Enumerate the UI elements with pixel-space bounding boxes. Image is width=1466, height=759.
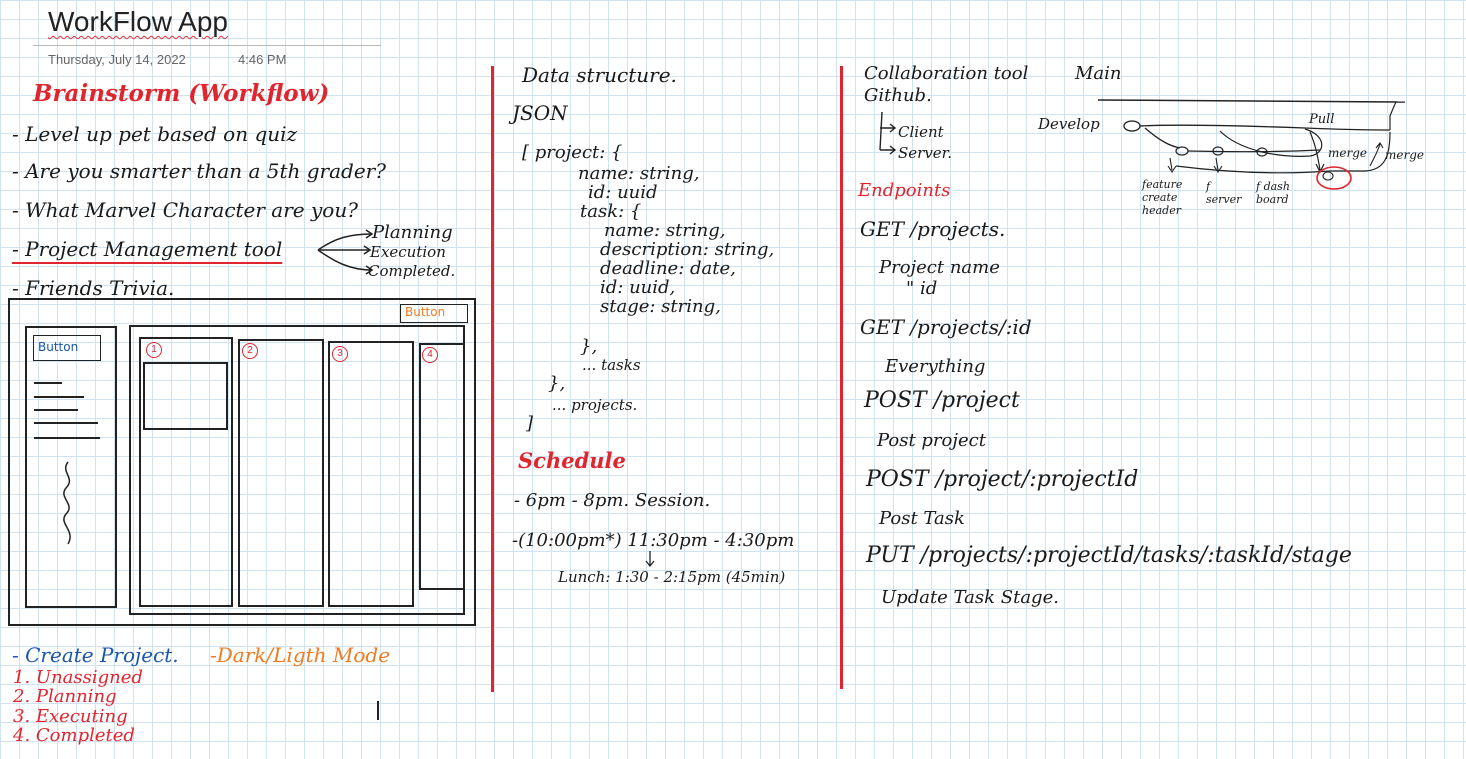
column-number-badge: 3 <box>332 346 348 362</box>
brainstorm-item: - Are you smarter than a 5th grader? <box>12 159 386 183</box>
wireframe-column-1 <box>139 337 233 607</box>
endpoint-method: PUT /projects/:projectId/tasks/:taskId/s… <box>866 543 1352 568</box>
json-line: deadline: date, <box>600 258 736 279</box>
brainstorm-item: - Friends Trivia. <box>12 276 175 300</box>
schedule-item: Lunch: 1:30 - 2:15pm (45min) <box>558 568 786 586</box>
json-line: [ project: { <box>522 142 623 163</box>
collab-server: Server. <box>898 144 952 162</box>
schedule-heading: Schedule <box>518 448 626 473</box>
dark-mode-note: -Dark/Ligth Mode <box>210 643 391 667</box>
tree-branch-icon <box>879 111 897 155</box>
json-line: }, <box>580 336 598 357</box>
json-line: stage: string, <box>600 296 721 317</box>
branch-merge-label: merge <box>1328 146 1367 160</box>
wireframe-frame <box>8 298 476 626</box>
wireframe-top-button: Button <box>400 304 468 323</box>
create-project-note: - Create Project. <box>12 643 179 667</box>
wireframe-line <box>34 382 62 384</box>
endpoint-method: GET /projects/:id <box>860 315 1032 339</box>
json-line: name: string, <box>604 220 726 241</box>
wireframe-sidebar <box>25 326 117 608</box>
json-line: task: { <box>580 201 642 222</box>
schedule-item: -(10:00pm*) 11:30pm - 4:30pm <box>512 530 795 551</box>
endpoint-method: GET /projects. <box>860 217 1006 241</box>
branch-planning: Planning <box>372 222 453 243</box>
wireframe-column-3 <box>328 341 414 607</box>
wireframe-side-button: Button <box>33 335 101 361</box>
status-item: 1. Unassigned <box>13 667 143 688</box>
data-structure-heading: Data structure. <box>522 63 677 87</box>
endpoint-method: POST /project <box>864 388 1020 413</box>
collab-tool: Github. <box>864 85 932 106</box>
wireframe-column-2 <box>238 339 324 607</box>
endpoint-description: Post project <box>877 430 986 451</box>
endpoint-description: Everything <box>885 356 986 377</box>
brainstorm-item: - Level up pet based on quiz <box>12 122 298 146</box>
json-line: ... tasks <box>582 356 641 374</box>
page-title: WorkFlow App <box>48 6 228 37</box>
branch-feature-label: feature create header <box>1142 178 1183 217</box>
endpoints-heading: Endpoints <box>858 180 951 201</box>
branch-pull-label: Pull <box>1309 112 1335 127</box>
column-number-badge: 2 <box>242 343 258 359</box>
column-number-badge: 1 <box>146 342 162 358</box>
column-number-badge: 4 <box>422 347 438 363</box>
branch-develop-label: Develop <box>1038 115 1100 133</box>
branch-server-label: f server <box>1206 180 1242 206</box>
json-line: description: string, <box>600 239 775 260</box>
endpoint-description: " id <box>906 278 938 299</box>
branch-main-label: Main <box>1075 63 1122 84</box>
status-item: 4. Completed <box>13 725 135 746</box>
json-line: }, <box>548 373 566 394</box>
endpoint-method: POST /project/:projectId <box>866 467 1139 492</box>
wireframe-column-4 <box>419 343 465 590</box>
brainstorm-heading: Brainstorm (Workflow) <box>33 80 330 107</box>
schedule-item: - 6pm - 8pm. Session. <box>514 490 711 511</box>
branch-execution: Execution <box>370 243 446 261</box>
json-line: id: uuid, <box>600 277 676 298</box>
branch-dash-label: f dash board <box>1256 180 1290 206</box>
endpoint-description: Post Task <box>879 508 965 529</box>
json-line: name: string, <box>578 163 700 184</box>
collab-heading: Collaboration tool <box>864 63 1029 84</box>
wireframe-card <box>143 362 228 430</box>
column-divider-left <box>491 66 494 692</box>
title-divider <box>33 45 381 46</box>
brainstorm-item-highlighted: - Project Management tool <box>12 237 283 261</box>
text-cursor <box>377 701 379 720</box>
endpoint-description: Update Task Stage. <box>881 587 1059 608</box>
json-line: ... projects. <box>552 396 638 414</box>
json-line: id: uuid <box>588 182 658 203</box>
branch-merge-label: merge <box>1385 148 1424 162</box>
endpoint-description: Project name <box>879 257 1000 278</box>
wireframe-line <box>34 409 78 411</box>
brainstorm-item: - What Marvel Character are you? <box>12 198 358 222</box>
page-date: Thursday, July 14, 2022 <box>48 52 186 67</box>
git-branch-diagram <box>1097 99 1406 190</box>
data-format: JSON <box>512 101 568 125</box>
status-item: 2. Planning <box>13 686 117 707</box>
branch-arrows-icon <box>317 229 374 275</box>
status-item: 3. Executing <box>13 706 128 727</box>
collab-client: Client <box>898 123 944 141</box>
column-divider-right <box>840 66 843 689</box>
down-arrow-icon <box>645 551 655 568</box>
page-time: 4:46 PM <box>238 52 287 67</box>
wireframe-line <box>34 396 84 398</box>
wireframe-line <box>34 437 100 439</box>
json-line: ] <box>526 413 534 434</box>
branch-completed: Completed. <box>368 262 456 280</box>
wireframe-line <box>34 422 98 424</box>
wavy-line-icon <box>63 461 71 545</box>
